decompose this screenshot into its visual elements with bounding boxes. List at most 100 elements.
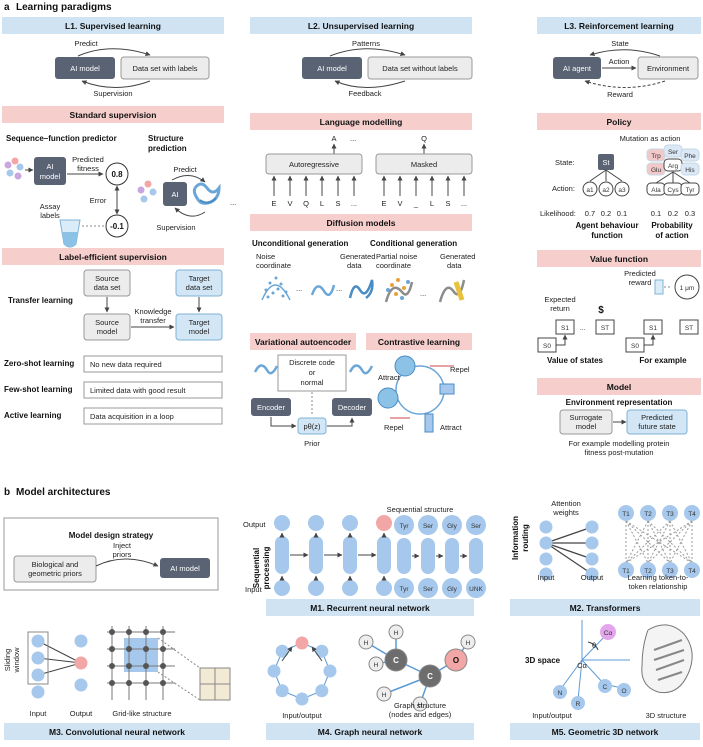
- lang-model-title: Language modelling: [320, 117, 403, 127]
- value-function-bar: [537, 250, 701, 267]
- l1-ai-model-label: AI model: [70, 64, 100, 73]
- pnoise-2: coordinate: [376, 261, 411, 270]
- rnn-cell: [309, 536, 323, 574]
- m3-output-label: Output: [70, 709, 93, 718]
- m5-ca: Cα: [577, 661, 587, 670]
- struct-predict-arrow: [171, 175, 206, 183]
- value-node-2: [105, 214, 129, 238]
- m2-attn-1: Attention: [551, 499, 581, 508]
- seq-output-node: [418, 515, 438, 535]
- grid-node: [109, 646, 115, 652]
- molecule-atom-label: H: [382, 692, 387, 699]
- attention-input-node: [539, 520, 553, 534]
- seq-output-label: Ser: [471, 523, 482, 530]
- uncond-dots-1: ...: [296, 284, 302, 293]
- lang-model-bar: [250, 113, 472, 130]
- ex-st-box: [679, 319, 699, 335]
- knowledge-1: Knowledge: [134, 307, 171, 316]
- molecule-atom: [358, 634, 374, 650]
- seq-input-label: Ser: [423, 586, 434, 593]
- assay-label-1: Assay: [40, 202, 61, 211]
- m5-o: O: [621, 688, 626, 695]
- lang-out-dots: ...: [350, 134, 356, 143]
- gen-2: data: [347, 261, 362, 270]
- inject-arrow: [95, 558, 159, 567]
- token-label: L: [430, 199, 434, 208]
- grid-node: [160, 663, 166, 669]
- cnn-input-node: [31, 685, 45, 699]
- vs-dots: ...: [580, 325, 586, 332]
- masked-box: [375, 153, 473, 175]
- gen-4: data: [447, 261, 462, 270]
- vae-input-protein-icon: [253, 364, 279, 375]
- attention-output-node: [585, 536, 599, 550]
- seq-input-label: UNK: [469, 586, 483, 593]
- policy-title: Policy: [606, 117, 631, 127]
- token-label: Q: [303, 199, 309, 208]
- pred-fitness-2: fitness: [77, 164, 99, 173]
- source-model-box: [83, 313, 131, 341]
- repel-label-1: Repel: [450, 365, 470, 374]
- token-label: ...: [461, 199, 467, 208]
- seq-cell: [445, 538, 459, 574]
- vae-code-2: or: [309, 368, 316, 377]
- source-ds-1: Source: [95, 274, 119, 283]
- attention-output-node: [585, 552, 599, 566]
- m2-learn-1: Learning token-to-: [628, 573, 689, 582]
- prob-2: 0.2: [668, 209, 678, 218]
- m4-graph-2: (nodes and edges): [389, 710, 452, 719]
- grid-node: [143, 663, 149, 669]
- likelihood-label: Likelihood:: [540, 209, 576, 218]
- zero-shot-box: [83, 355, 223, 373]
- vae-code-1: Discrete code: [289, 358, 335, 367]
- ex-arrow: [644, 334, 656, 346]
- l3-reward-arrow: [584, 80, 666, 88]
- token-label: ...: [351, 199, 357, 208]
- token-label: V: [397, 199, 402, 208]
- prior-label: Prior: [304, 439, 320, 448]
- diffusion-title: Diffusion models: [327, 218, 396, 228]
- m5-space-label: 3D space: [525, 656, 561, 665]
- ex-s0: S0: [631, 343, 639, 350]
- enc-to-prior-arrow: [270, 417, 297, 429]
- struct-predict-label: Predict: [173, 165, 197, 174]
- m1-output-label: Output: [243, 520, 266, 529]
- autoregressive-box: [265, 153, 363, 175]
- action-a3: a3: [618, 187, 626, 194]
- grid-structure: [107, 626, 231, 701]
- molecule-atom: [376, 686, 392, 702]
- rnn-cell: [275, 536, 289, 574]
- m2-info-1: Information: [511, 516, 520, 560]
- l2-dataset-box: [367, 56, 473, 80]
- l3-state-arrow: [589, 49, 661, 57]
- token-bottom-node: [662, 562, 678, 578]
- prior-box: [297, 417, 327, 435]
- seq-input-node: [466, 578, 486, 598]
- cnn-layers: [27, 631, 88, 699]
- seq-input-label: Gly: [447, 586, 458, 593]
- struct-pred-2: prediction: [148, 144, 187, 153]
- aa-label: Cys: [667, 187, 679, 194]
- gnn-node: [295, 636, 309, 650]
- struct-supervision-arrow: [174, 207, 206, 217]
- grid-node: [126, 629, 132, 635]
- panel-b-letter: b: [4, 487, 10, 498]
- design-title: Model design strategy: [69, 531, 154, 540]
- m3-slide-1: Sliding: [3, 649, 12, 672]
- contrastive-ligand-right: [439, 383, 455, 395]
- bio-1: Biological and: [32, 560, 79, 569]
- token-top-label: T4: [688, 511, 696, 518]
- noise-cloud-icon: [261, 276, 291, 301]
- masked-label: Masked: [411, 160, 437, 169]
- gnn-node: [323, 664, 337, 678]
- grid-zoom-line: [157, 671, 201, 701]
- m1-label: M1. Recurrent neural network: [310, 603, 430, 613]
- aa-label: Ala: [651, 187, 661, 194]
- l1-supervision-arrow: [81, 80, 151, 88]
- contrastive-protein-left: [377, 387, 399, 409]
- seq-func-title: Sequence–function predictor: [6, 134, 117, 143]
- gnn-message-arrow: [281, 646, 293, 662]
- m4-label: M4. Graph neural network: [318, 727, 423, 737]
